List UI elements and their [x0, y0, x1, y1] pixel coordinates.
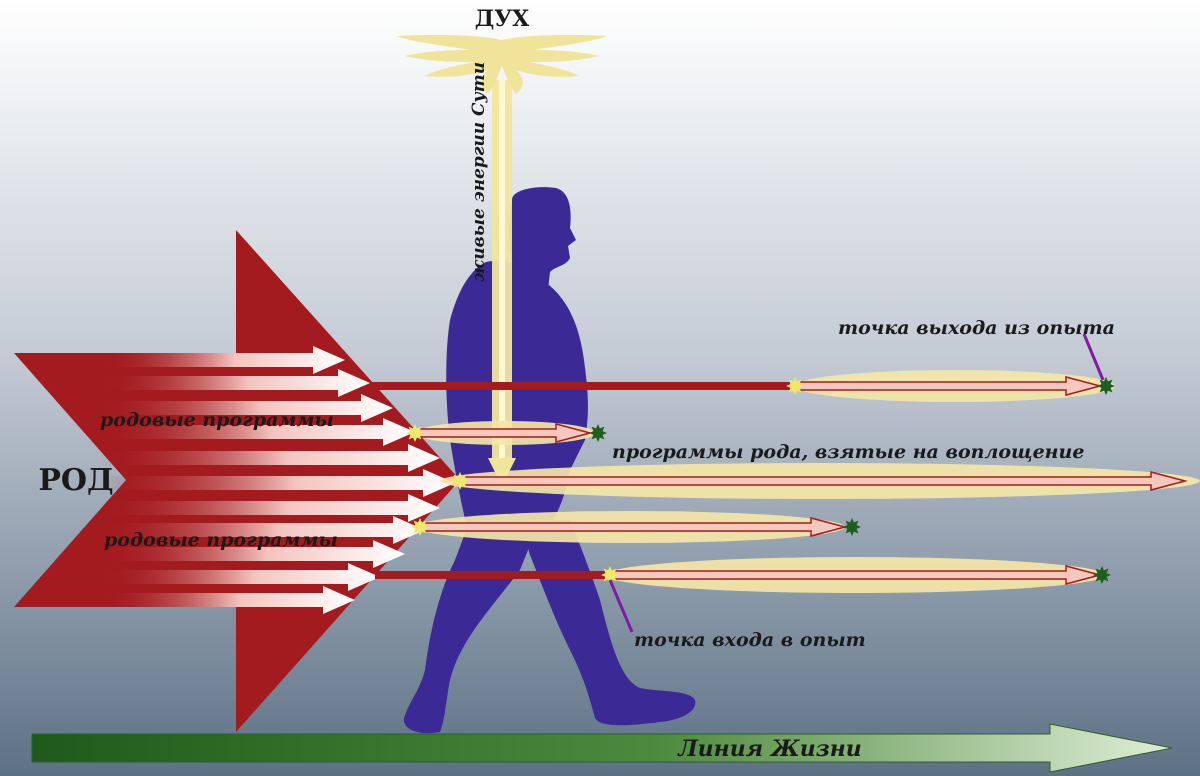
exit-pointer: [1082, 333, 1105, 381]
entry-star-icon: [601, 566, 619, 584]
program-row: [370, 370, 1115, 402]
life-line-arrow: [31, 723, 1173, 773]
rod-program-arrow: [100, 444, 440, 472]
rod-program-arrow: [100, 494, 440, 522]
rod-program-arrow: [100, 418, 415, 446]
rod-programs-arrows: [100, 346, 455, 614]
rod-program-arrow: [100, 540, 405, 568]
exit-star-icon: [1093, 566, 1111, 584]
rod-program-arrow: [100, 586, 355, 614]
entry-star-icon: [406, 424, 424, 442]
rod-program-arrow: [100, 469, 455, 497]
entry-star-icon: [451, 472, 469, 490]
entry-star-icon: [786, 377, 804, 395]
entry-star-icon: [411, 518, 429, 536]
program-row: [406, 421, 607, 445]
incarnation-label: программы рода, взятые на воплощение: [612, 441, 1084, 463]
rod-program-arrow: [100, 394, 393, 422]
program-row: [411, 511, 861, 543]
exit-star-icon: [843, 518, 861, 536]
life-line-label: Линия Жизни: [677, 736, 862, 762]
exit-star-icon: [1097, 377, 1115, 395]
exit-point-label: точка выхода из опыта: [838, 317, 1115, 339]
rod-program-arrow: [100, 369, 370, 397]
rod-program-arrow: [100, 563, 380, 591]
rod-label: РОД: [38, 463, 113, 498]
rod-program-arrow: [100, 346, 345, 374]
entry-point-label: точка входа в опыт: [634, 629, 866, 651]
spirit-title: ДУХ: [475, 6, 530, 32]
program-row: [440, 463, 1200, 499]
entry-pointer: [608, 579, 634, 633]
rod-programs-top-label: родовые программы: [100, 409, 334, 431]
program-row: [375, 557, 1111, 593]
wings-emblem: [396, 35, 608, 94]
exit-star-icon: [589, 424, 607, 442]
incarnation-programs: [370, 370, 1200, 593]
rod-programs-bottom-label: родовые программы: [104, 529, 338, 551]
vertical-energy-label: живые энергии Сути: [469, 62, 489, 282]
rod-program-arrow: [100, 516, 425, 544]
